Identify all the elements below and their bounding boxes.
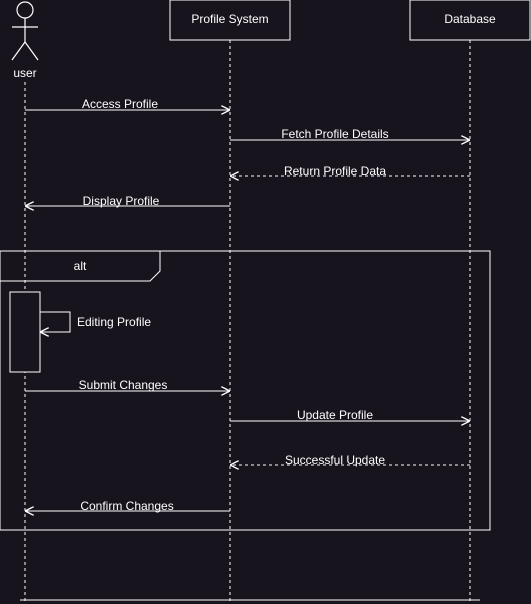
alt-fragment-label: alt — [74, 259, 87, 273]
message-label-confirm-changes: Confirm Changes — [80, 499, 173, 513]
participant-label-database: Database — [444, 12, 496, 26]
user-actor-icon — [11, 1, 39, 61]
message-arrow-editing-profile — [40, 311, 71, 332]
message-label-update-profile: Update Profile — [297, 408, 373, 422]
message-label-return-profile-data: Return Profile Data — [284, 164, 386, 178]
actor-label-user: user — [13, 66, 36, 80]
alt-fragment-tab — [0, 251, 161, 282]
message-label-editing-profile: Editing Profile — [77, 315, 151, 329]
activation-box-user — [9, 291, 41, 373]
message-label-submit-changes: Submit Changes — [79, 378, 168, 392]
alt-fragment-frame — [0, 250, 491, 531]
message-label-access-profile: Access Profile — [82, 97, 158, 111]
participant-label-profile-system: Profile System — [191, 12, 268, 26]
message-label-fetch-profile-details: Fetch Profile Details — [281, 127, 388, 141]
message-label-successful-update: Successful Update — [285, 453, 385, 467]
message-label-display-profile: Display Profile — [83, 194, 160, 208]
